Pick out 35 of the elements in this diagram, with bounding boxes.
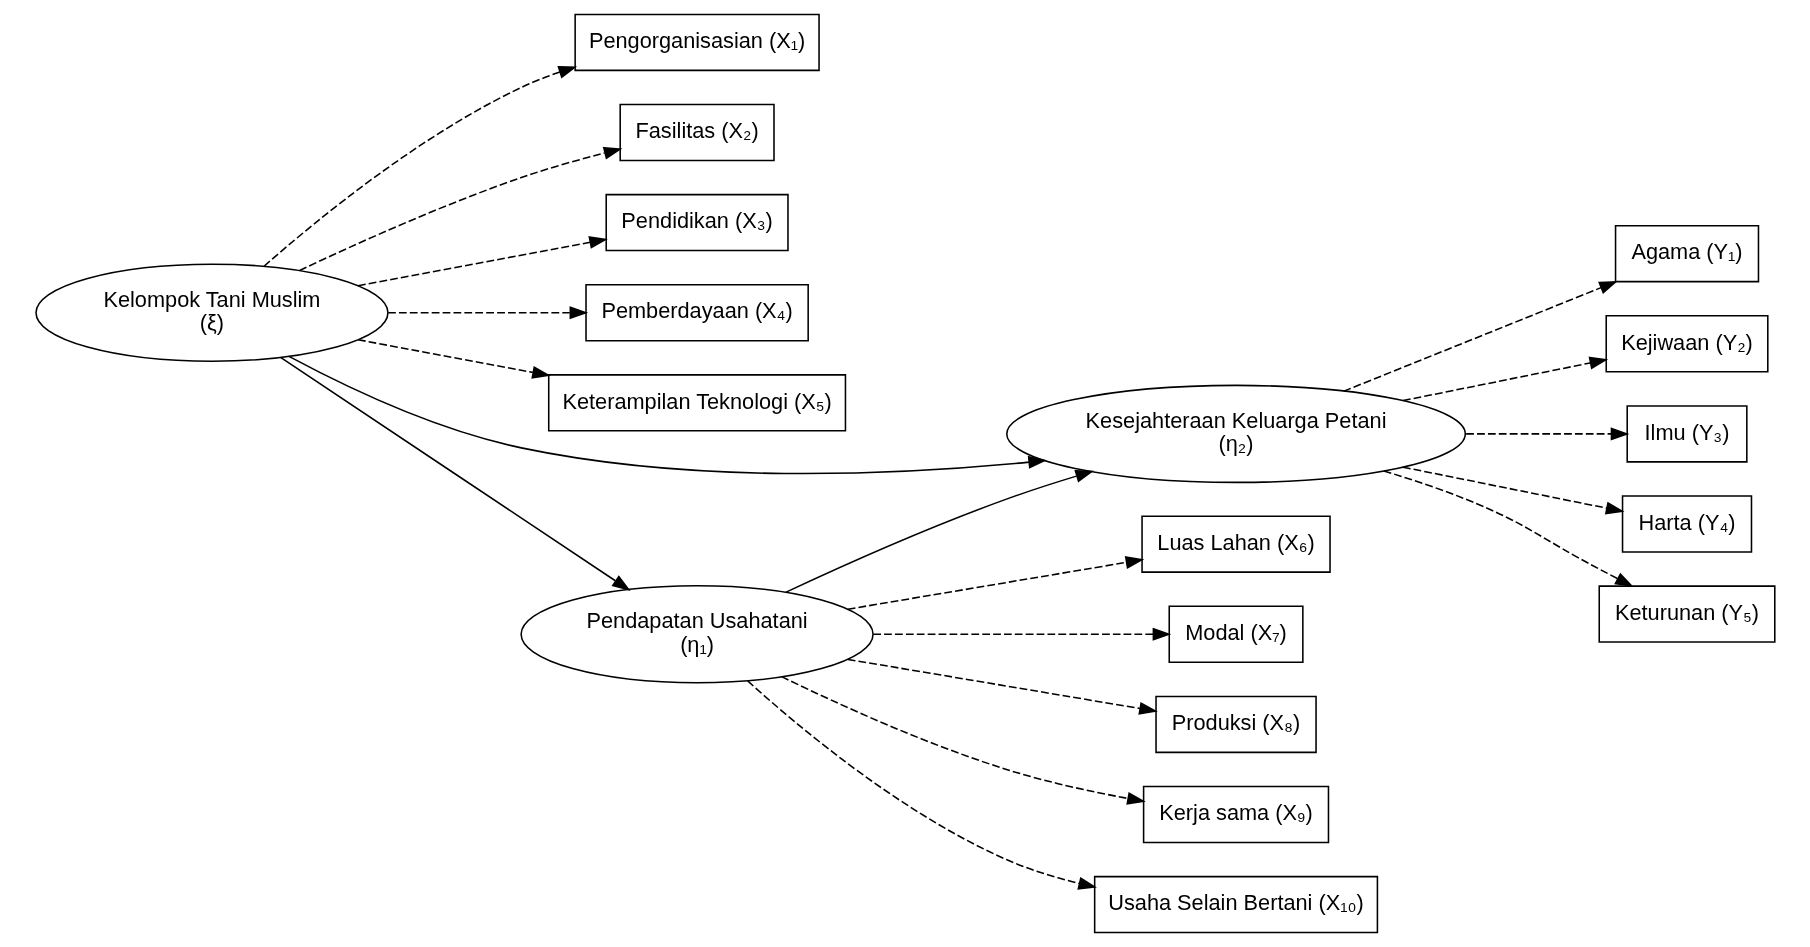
node-box: Agama (Y₁): [1614, 224, 1759, 283]
node-box: Kejiwaan (Y₂): [1604, 315, 1769, 373]
node-ellipse: Pendapatan Usahatani (η₁): [519, 585, 874, 684]
arrow: [356, 236, 608, 287]
arrow: [279, 356, 631, 591]
arrow: [846, 658, 1158, 715]
node-box: Pendidikan (X₃): [604, 193, 789, 252]
arrow: [287, 355, 1047, 475]
arrow: [846, 556, 1144, 610]
node-box: Luas Lahan (X₆): [1140, 515, 1331, 573]
arrow: [386, 306, 588, 320]
node-box: Harta (Y₄): [1621, 495, 1752, 553]
arrow: [1382, 470, 1634, 588]
arrow: [784, 469, 1094, 594]
arrow: [1464, 427, 1629, 441]
node-box: Ilmu (Y₃): [1625, 405, 1748, 463]
node-box: Modal (X₇): [1167, 605, 1304, 664]
node-box: Kerja sama (X₉): [1142, 785, 1329, 844]
node-box: Fasilitas (X₂): [618, 103, 775, 162]
arrow: [780, 675, 1146, 805]
arrow: [1401, 466, 1624, 515]
arrow: [262, 66, 577, 267]
arrow: [1401, 356, 1608, 402]
node-box: Keturunan (Y₅): [1597, 585, 1776, 643]
node-ellipse: Kelompok Tani Muslim (ξ): [34, 263, 389, 362]
arrow: [1342, 280, 1618, 392]
arrow: [746, 680, 1097, 890]
node-box: Usaha Selain Bertani (X₁₀): [1093, 875, 1378, 934]
node-box: Pengorganisasian (X₁): [573, 13, 820, 72]
node-box: Keterampilan Teknologi (X₅): [547, 374, 846, 432]
node-box: Produksi (X₈): [1154, 695, 1317, 754]
arrow: [298, 146, 622, 272]
arrow: [872, 627, 1171, 641]
node-box: Pemberdayaan (X₄): [584, 283, 809, 342]
arrow: [356, 338, 551, 379]
